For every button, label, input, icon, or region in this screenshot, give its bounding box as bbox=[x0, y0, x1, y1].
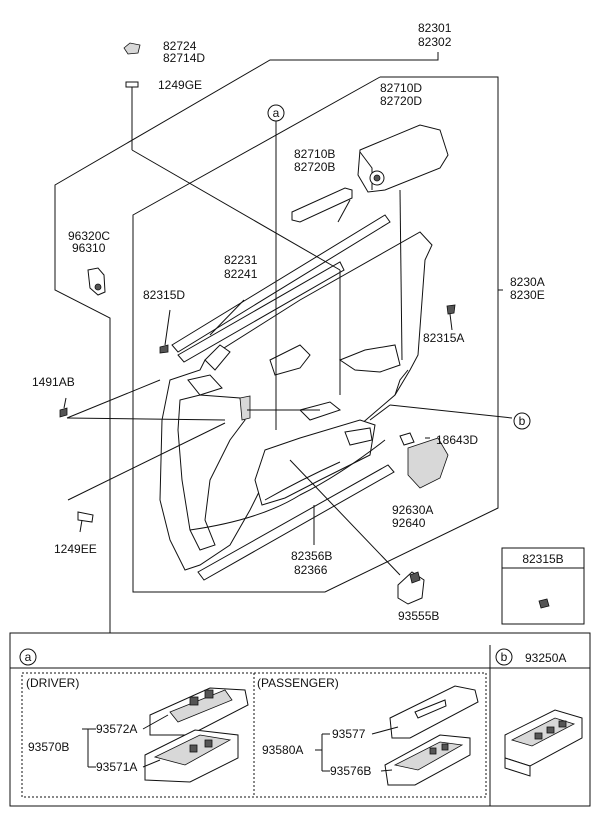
label-1249ge: 1249GE bbox=[158, 78, 202, 92]
label-8230a: 8230A bbox=[510, 275, 545, 289]
label-82366: 82366 bbox=[294, 563, 328, 577]
inset-82315b-box bbox=[501, 547, 585, 625]
label-1491ab: 1491AB bbox=[32, 375, 75, 389]
detail-callout-a-label: a bbox=[25, 650, 32, 664]
label-1249ee: 1249EE bbox=[54, 542, 97, 556]
label-82720d: 82720D bbox=[380, 94, 422, 108]
detail-callout-b-marker bbox=[495, 648, 513, 666]
callout-b-marker bbox=[513, 412, 531, 430]
detail-callout-a-marker bbox=[19, 648, 37, 666]
fastener-82315a bbox=[446, 304, 456, 315]
label-82710d: 82710D bbox=[380, 81, 422, 95]
door-handle bbox=[291, 187, 353, 223]
driver-heading: (DRIVER) bbox=[26, 676, 79, 690]
label-82724: 82724 bbox=[163, 39, 197, 53]
label-82315a: 82315A bbox=[423, 331, 464, 345]
switch-96320c bbox=[87, 267, 106, 296]
screw-1249ge bbox=[125, 81, 139, 96]
panel-frame bbox=[132, 76, 499, 593]
label-18643d: 18643D bbox=[436, 433, 478, 447]
label-96320c: 96320C bbox=[68, 229, 110, 243]
label-93572a: 93572A bbox=[96, 722, 137, 736]
label-96310: 96310 bbox=[72, 241, 106, 255]
door-trim-panel bbox=[159, 231, 433, 571]
screw-1249ee bbox=[77, 511, 94, 533]
fastener-82315d bbox=[159, 344, 169, 354]
label-82710b: 82710B bbox=[294, 147, 335, 161]
label-82315d: 82315D bbox=[143, 288, 185, 302]
label-92630a: 92630A bbox=[392, 503, 433, 517]
label-82720b: 82720B bbox=[294, 160, 335, 174]
passenger-switch-assembly bbox=[384, 685, 479, 786]
label-93580a: 93580A bbox=[262, 743, 303, 757]
label-82315b: 82315B bbox=[522, 552, 563, 566]
label-93555b: 93555B bbox=[398, 609, 439, 623]
screw-1491ab bbox=[59, 407, 68, 418]
detail-callout-b-label: b bbox=[501, 650, 508, 664]
assembly-outline-top bbox=[54, 52, 439, 633]
callout-a-label: a bbox=[273, 106, 280, 120]
label-82302: 82302 bbox=[418, 35, 452, 49]
label-92640: 92640 bbox=[392, 516, 426, 530]
label-82231: 82231 bbox=[224, 253, 258, 267]
label-82356b: 82356B bbox=[291, 549, 332, 563]
label-93250a: 93250A bbox=[525, 651, 566, 665]
label-93570b: 93570B bbox=[28, 740, 69, 754]
label-82301: 82301 bbox=[418, 21, 452, 35]
callout-a-marker bbox=[267, 104, 285, 122]
window-switch-93250a bbox=[504, 709, 583, 777]
fastener-82315b bbox=[538, 598, 550, 609]
label-93571a: 93571A bbox=[96, 760, 137, 774]
upper-trim-strip-inner bbox=[177, 261, 345, 363]
label-93576b: 93576B bbox=[330, 764, 371, 778]
label-93577: 93577 bbox=[332, 727, 366, 741]
label-82714d: 82714D bbox=[163, 51, 205, 65]
bolt-18643d bbox=[399, 432, 415, 446]
driver-switch-assembly bbox=[144, 687, 249, 783]
clip-82724 bbox=[123, 42, 141, 55]
passenger-heading: (PASSENGER) bbox=[257, 676, 339, 690]
callout-b-label: b bbox=[519, 414, 526, 428]
label-82241: 82241 bbox=[224, 267, 258, 281]
detail-box bbox=[9, 632, 591, 807]
switch-92630a bbox=[407, 437, 449, 489]
label-8230e: 8230E bbox=[510, 288, 545, 302]
lower-trim-strip bbox=[197, 464, 395, 581]
